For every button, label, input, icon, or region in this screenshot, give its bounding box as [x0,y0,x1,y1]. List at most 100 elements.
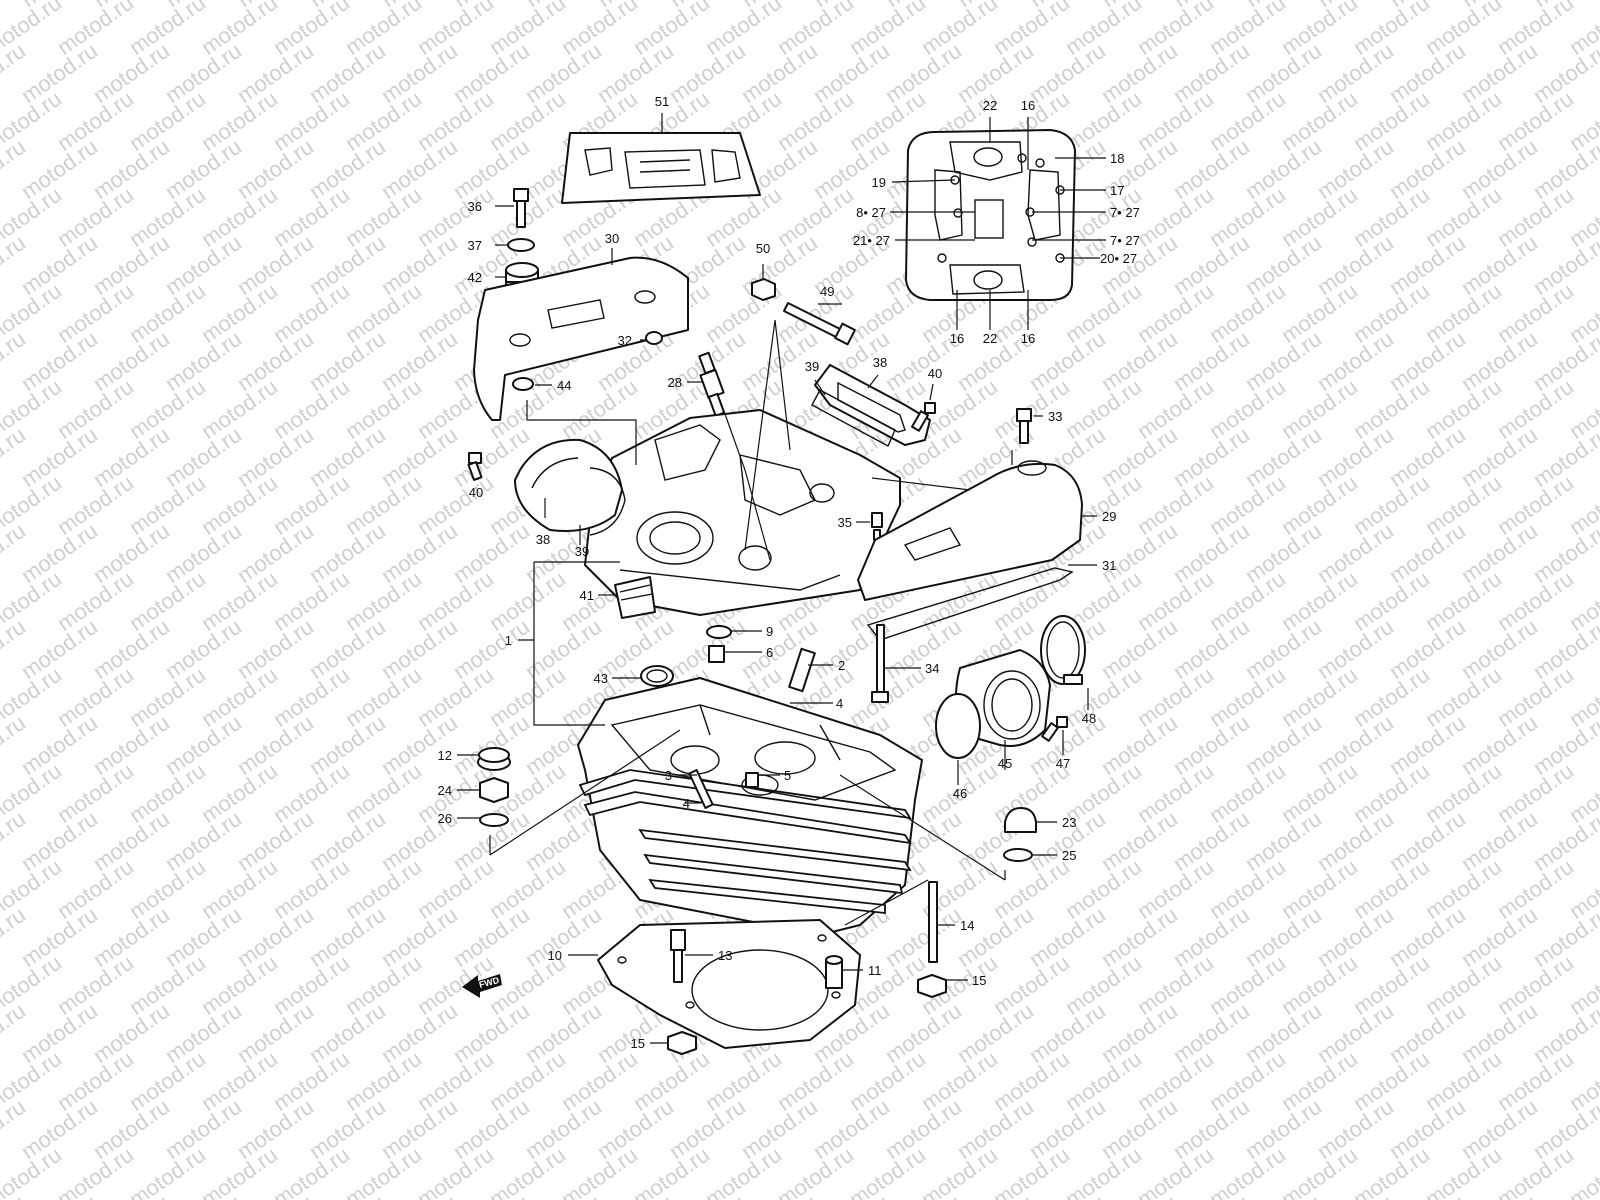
callout-7-27-upper: 7• 27 [1110,205,1140,220]
fwd-arrow-icon: FWD [462,974,502,998]
callout-19: 19 [872,175,886,190]
callout-28: 28 [668,375,682,390]
callout-30: 30 [605,231,619,246]
part-26-washer [479,813,509,827]
callout-32: 32 [618,333,632,348]
inset-head-underside-view [905,129,1076,301]
callout-35: 35 [838,515,852,530]
part-15-nut-right [917,974,947,998]
callout-20-27: 20• 27 [1100,251,1137,266]
part-29-head-cover-right [857,460,1083,601]
part-43-seal [640,665,674,687]
part-28-spark-plug [698,351,726,417]
part-9-o-ring [706,625,732,639]
part-2-valve-guide [788,647,816,693]
callout-34: 34 [925,661,939,676]
part-40-bolt-right [911,402,936,432]
callout-labels: 51 36 37 30 42 32 44 50 49 28 39 38 40 3… [438,94,1140,1051]
callout-6: 6 [766,645,773,660]
part-39-gasket-left [589,467,626,536]
callout-14: 14 [960,918,974,933]
part-6-guide [708,645,725,663]
part-44-washer [512,377,534,391]
callout-31: 31 [1102,558,1116,573]
callout-29: 29 [1102,509,1116,524]
callout-49: 49 [820,284,834,299]
callout-16-top: 16 [1021,98,1035,113]
callout-16-bottom-left: 16 [950,331,964,346]
callout-24: 24 [438,783,452,798]
callout-9: 9 [766,624,773,639]
callout-5: 5 [784,768,791,783]
callout-12: 12 [438,748,452,763]
callout-17: 17 [1110,183,1124,198]
callout-11: 11 [868,963,882,978]
callout-36: 36 [468,199,482,214]
part-41-filter [614,576,656,619]
part-33-bolt [1016,408,1032,444]
part-48-clamp [1040,615,1086,685]
callout-10: 10 [548,948,562,963]
part-23-cap-nut [1004,807,1037,833]
callout-48: 48 [1082,711,1096,726]
callout-23: 23 [1062,815,1076,830]
callout-40-right: 40 [928,366,942,381]
engine-parts-drawing: FWD [457,113,1106,1055]
part-38-cover-plate-right [814,364,931,446]
part-30-head-cover-left [473,256,689,421]
part-11-dowel [825,955,843,989]
part-37-washer [507,238,535,252]
part-40-bolt-left [467,452,483,481]
part-5-seat [745,772,759,788]
callout-8-27: 8• 27 [856,205,886,220]
callout-21-27: 21• 27 [853,233,890,248]
callout-44: 44 [557,378,571,393]
callout-46: 46 [953,786,967,801]
part-32-plug [645,331,663,345]
callout-26: 26 [438,811,452,826]
callout-33: 33 [1048,409,1062,424]
callout-22-bottom: 22 [983,331,997,346]
callout-42: 42 [468,270,482,285]
callout-37: 37 [468,238,482,253]
callout-16-bottom-right: 16 [1021,331,1035,346]
leader-lines [457,113,1106,1044]
callout-15-left: 15 [631,1036,645,1051]
part-49-bolt [783,302,856,346]
callout-38-left: 38 [536,532,550,547]
part-12-cap [477,747,511,771]
part-14-stud [928,881,938,963]
callout-1: 1 [505,633,512,648]
callout-50: 50 [756,241,770,256]
callout-38-right: 38 [873,355,887,370]
callout-41: 41 [580,588,594,603]
callout-45: 45 [998,756,1012,771]
part-47-screw [1041,716,1068,742]
part-38-cover-cap-left [514,438,623,532]
watermark-text: motod.ru [0,1190,30,1200]
part-34-stud [871,624,889,703]
part-10-base-gasket [597,919,861,1049]
part-13-dowel [670,929,686,983]
callout-40-left: 40 [469,485,483,500]
watermark-text: motod.ru [1565,1142,1600,1200]
callout-2: 2 [838,658,845,673]
part-36-bolt [513,188,529,228]
callout-22-top: 22 [983,98,997,113]
callout-39-left: 39 [575,544,589,559]
callout-3: 3 [665,768,672,783]
callout-39-right: 39 [805,359,819,374]
part-15-nut-left [667,1031,697,1055]
part-39-gasket-right [811,389,896,447]
callout-18: 18 [1110,151,1124,166]
callout-13: 13 [718,948,732,963]
callout-47: 47 [1056,756,1070,771]
part-50-nut [751,278,776,301]
callout-4-upper: 4 [836,696,843,711]
part-25-washer [1003,848,1033,862]
part-24-nut [479,777,509,803]
part-46-o-ring [935,693,981,759]
cylinder-head [577,677,923,936]
part-51-gasket-set [561,132,761,204]
